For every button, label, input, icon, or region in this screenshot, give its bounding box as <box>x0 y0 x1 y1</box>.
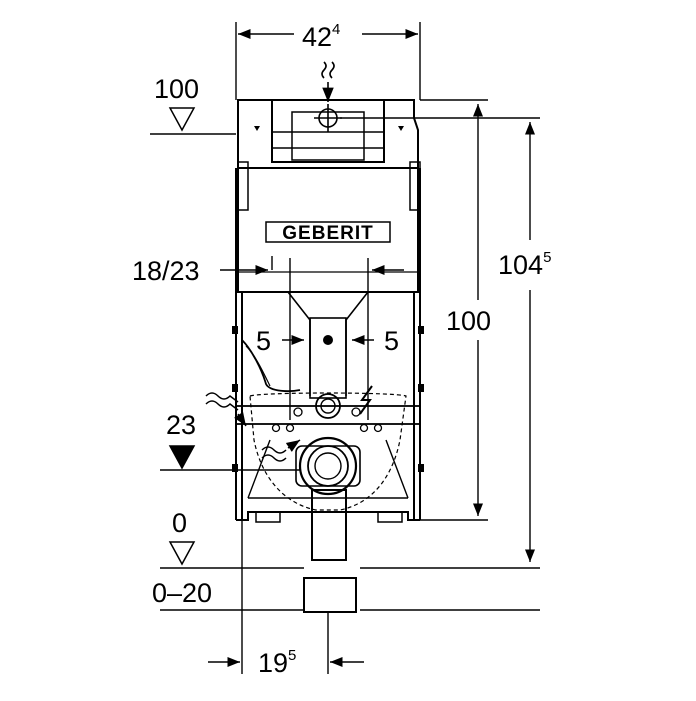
drain-outlet <box>303 577 357 613</box>
dim-offset-left: 5 <box>256 326 271 356</box>
dim-drain-offset: 195 <box>258 647 296 678</box>
cistern-top <box>237 99 419 169</box>
dimension-labels: 424 100 1045 100 18/23 5 5 23 0 0–20 195 <box>132 21 551 678</box>
bowl-outline-dashed <box>249 392 407 511</box>
logo-text: GEBERIT <box>282 223 373 244</box>
dim-level-top: 100 <box>154 74 199 104</box>
level-triangle-100 <box>168 107 196 132</box>
level-triangle-23 <box>168 445 196 470</box>
dim-width: 424 <box>302 21 340 52</box>
dim-frame-height: 100 <box>446 306 491 336</box>
flow-symbols <box>205 392 301 462</box>
electric-symbol <box>359 385 373 415</box>
drain-elbow <box>298 436 358 496</box>
crossbar <box>235 405 421 425</box>
frame <box>232 99 424 613</box>
brand-logo: GEBERIT <box>265 221 391 244</box>
level-triangle-0 <box>168 541 196 566</box>
dim-level-zero: 0 <box>172 508 187 538</box>
frame-bottom <box>236 511 420 521</box>
frame-lower-bracket <box>247 439 409 499</box>
dim-offset-right: 5 <box>384 326 399 356</box>
dimension-lines <box>150 22 540 674</box>
dim-total-height: 1045 <box>498 249 551 280</box>
water-flush-icon <box>314 61 342 132</box>
dim-floor-range: 0–20 <box>152 578 212 608</box>
dim-spacing: 18/23 <box>132 256 200 286</box>
dim-level-23: 23 <box>166 410 196 440</box>
cistern-body <box>237 168 419 293</box>
drain-pipe <box>311 489 347 561</box>
level-markers <box>168 107 196 566</box>
